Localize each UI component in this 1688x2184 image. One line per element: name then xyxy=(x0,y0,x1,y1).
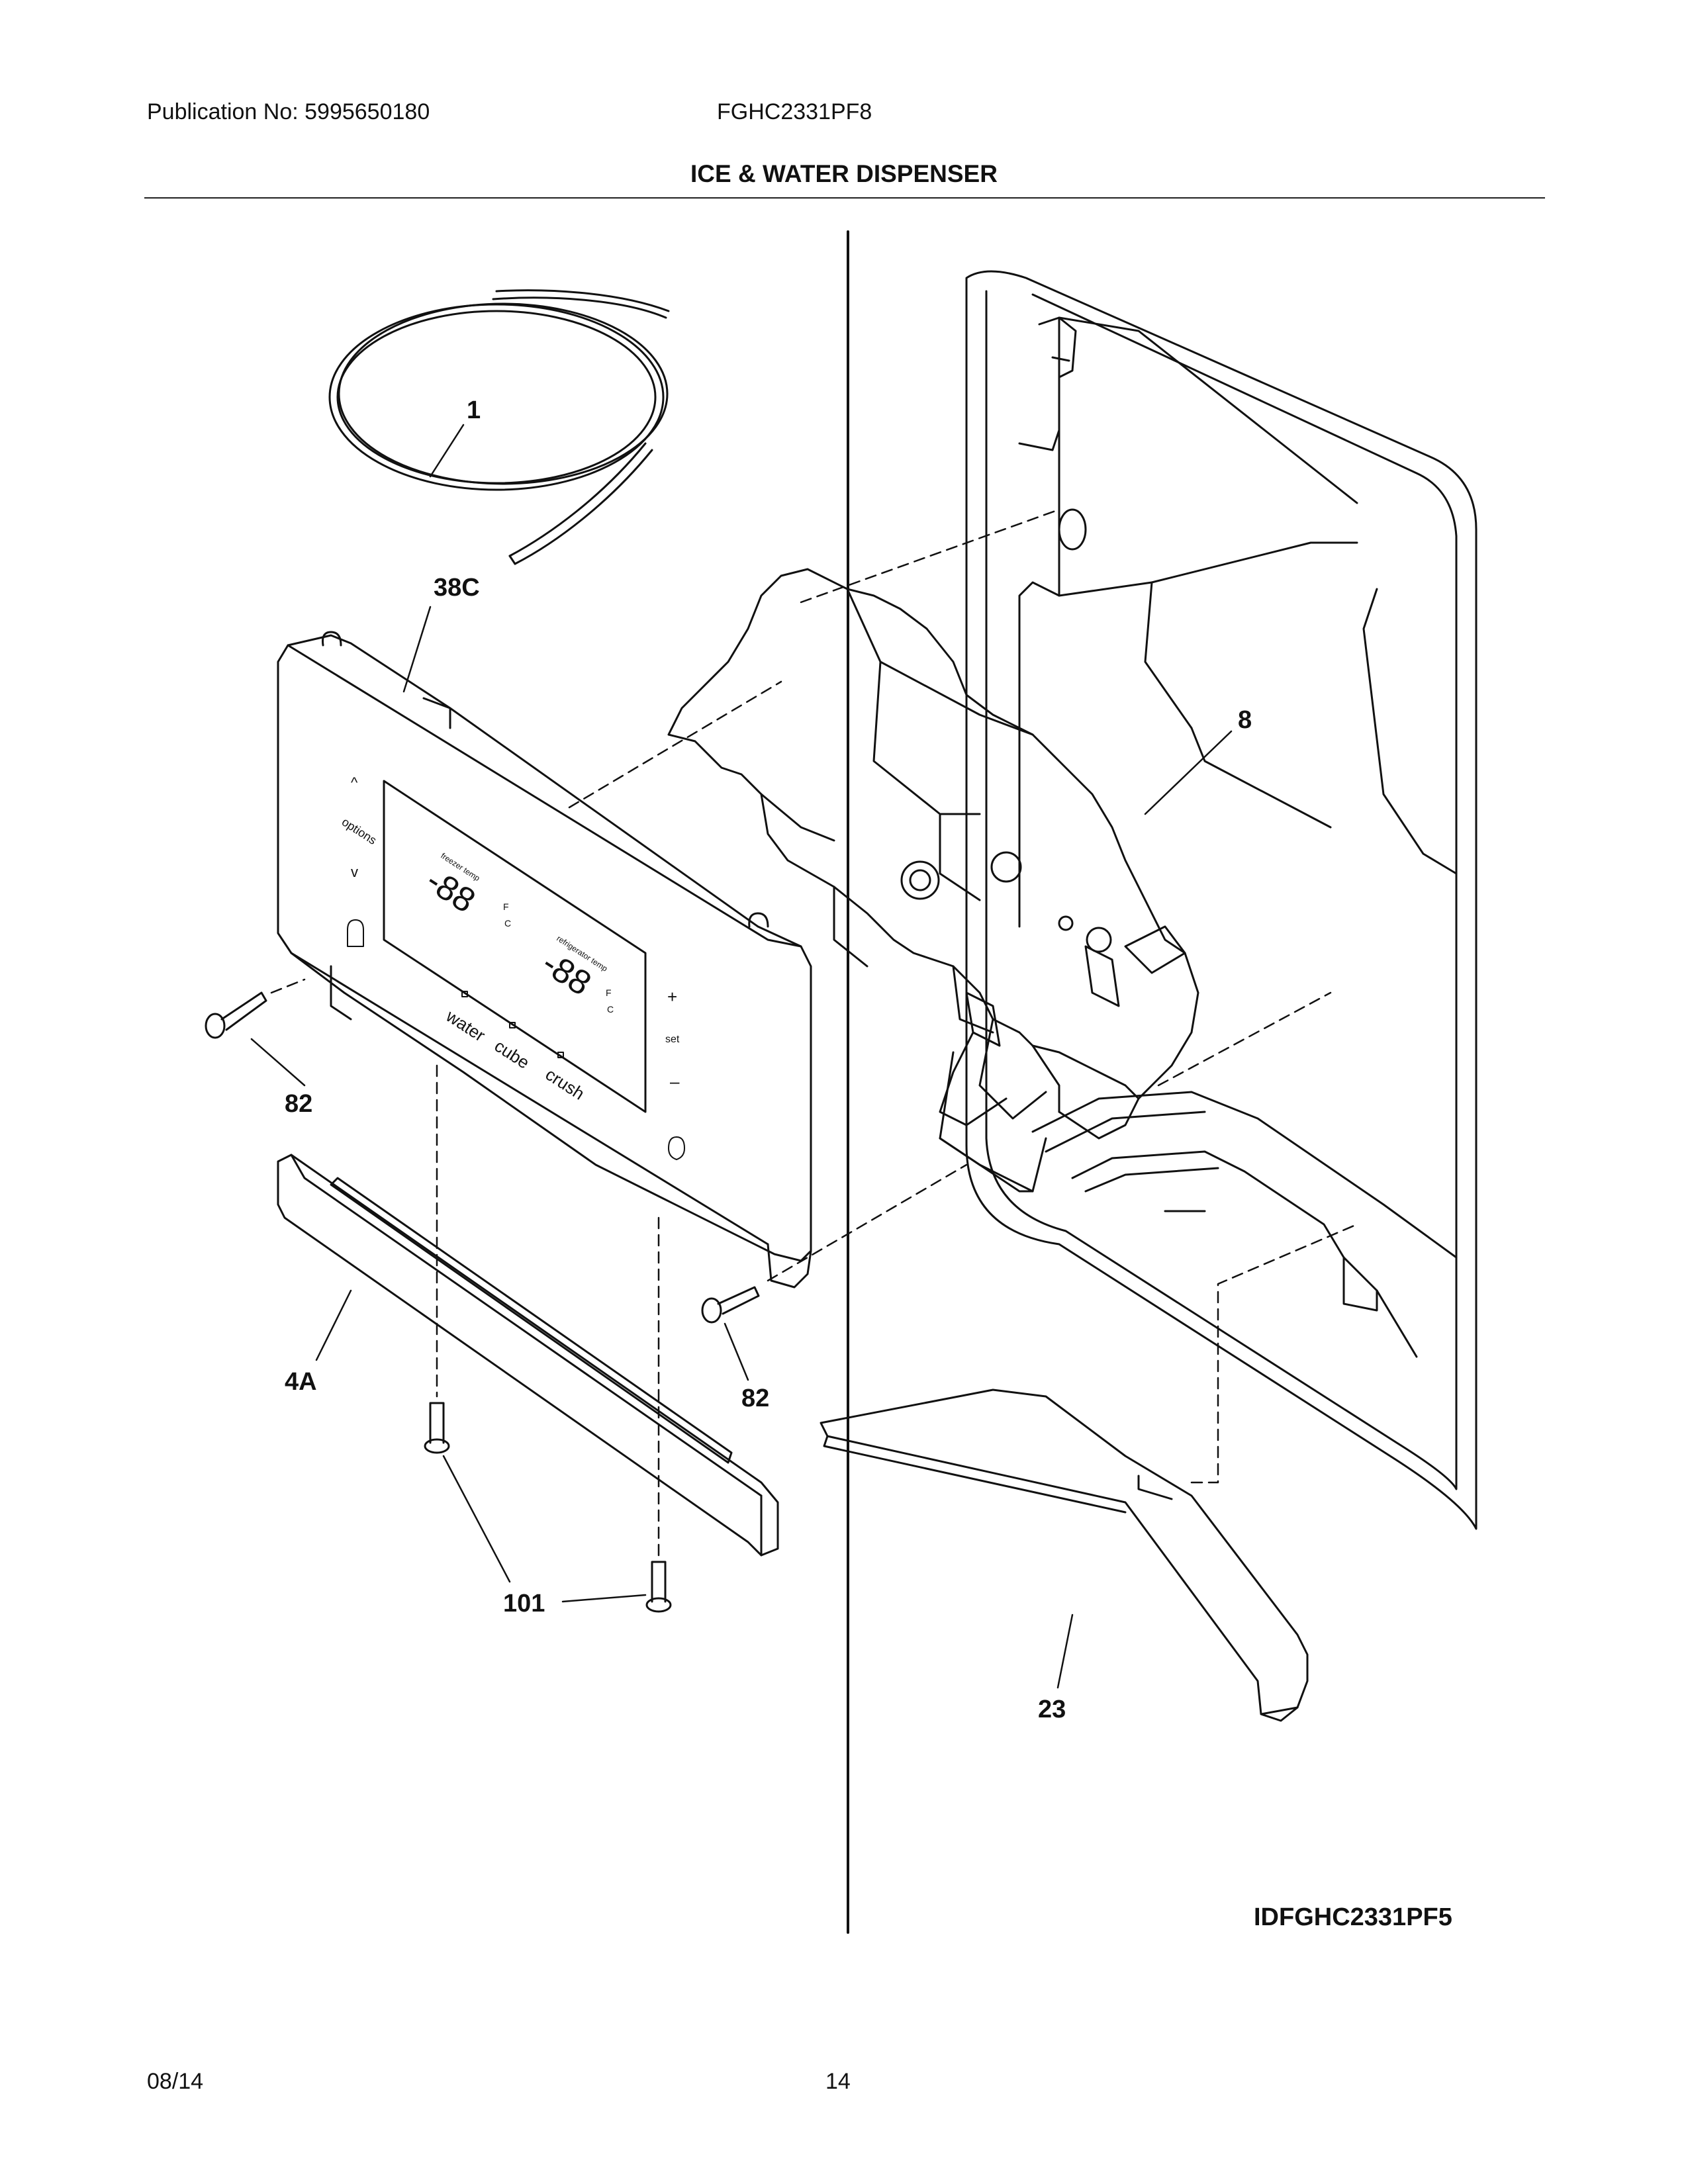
fridge-unit-c: C xyxy=(607,1004,614,1015)
lock-icon xyxy=(347,919,364,947)
callout-1: 1 xyxy=(467,396,481,424)
publication-number: Publication No: 5995650180 xyxy=(147,99,430,124)
callout-23: 23 xyxy=(1038,1696,1066,1723)
panel-up-arrow[interactable]: ^ xyxy=(351,774,358,791)
freezer-unit-c: C xyxy=(504,918,511,929)
title-divider xyxy=(144,197,1545,199)
diagram-id: IDFGHC2331PF5 xyxy=(1254,1903,1452,1931)
dispenser-cavity xyxy=(965,270,1477,1530)
fridge-unit-f: F xyxy=(606,987,612,998)
panel-down-arrow[interactable]: v xyxy=(351,864,358,880)
model-number: FGHC2331PF8 xyxy=(717,99,872,124)
page-title: ICE & WATER DISPENSER xyxy=(690,160,998,187)
dispenser-trim xyxy=(277,1154,779,1557)
callout-8: 8 xyxy=(1238,706,1252,734)
freezer-unit-f: F xyxy=(503,901,509,912)
callout-82-right: 82 xyxy=(741,1385,769,1412)
callout-38c: 38C xyxy=(434,574,480,602)
screw-82-left xyxy=(205,991,267,1039)
screw-82-right xyxy=(701,1286,760,1324)
cube-button[interactable]: cube xyxy=(491,1036,534,1073)
plus-button[interactable]: + xyxy=(667,987,677,1007)
screw-101-upper xyxy=(424,1402,450,1454)
water-button[interactable]: water xyxy=(442,1005,489,1046)
callout-101: 101 xyxy=(503,1590,545,1617)
panel-options[interactable]: options xyxy=(340,815,379,847)
control-panel-housing: ^ options v freezer temp -88 F C refrige… xyxy=(277,631,812,1289)
screw-101-lower xyxy=(645,1561,672,1613)
drip-tray xyxy=(820,1388,1309,1722)
callout-4a: 4A xyxy=(285,1368,317,1396)
tubing-coil xyxy=(328,289,670,565)
footer-date: 08/14 xyxy=(147,2069,204,2094)
callout-82-left: 82 xyxy=(285,1090,312,1118)
light-icon xyxy=(668,1136,685,1160)
footer-page: 14 xyxy=(825,2069,851,2094)
set-button[interactable]: set xyxy=(665,1034,680,1045)
minus-button[interactable]: – xyxy=(670,1071,680,1091)
